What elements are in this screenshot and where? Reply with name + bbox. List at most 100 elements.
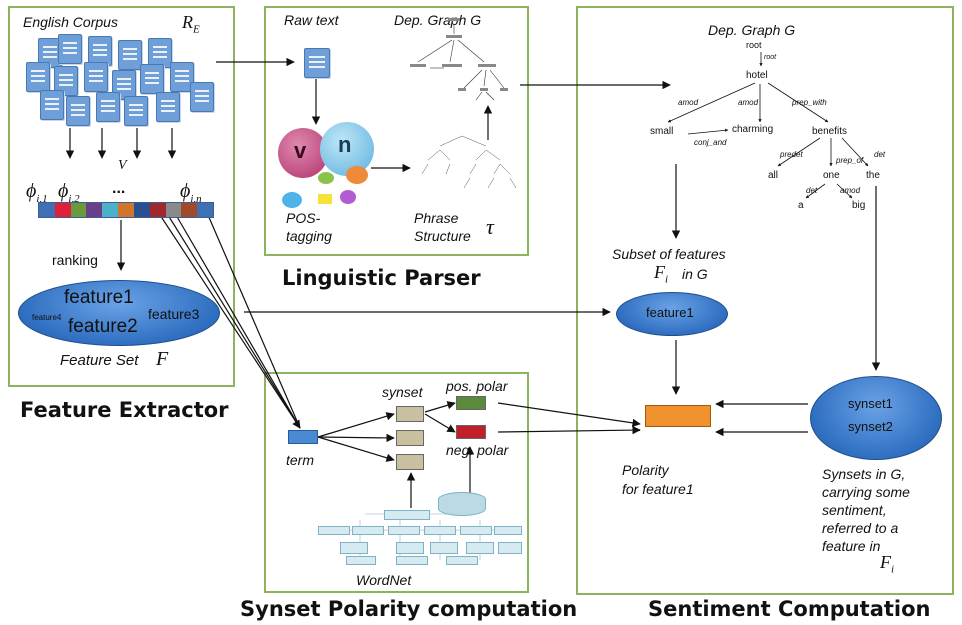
ellipse-feature4: feature4 [32, 313, 62, 322]
wordnet-node [340, 542, 368, 554]
note-symbol: Fi [880, 552, 894, 576]
document-icon [156, 92, 180, 122]
synsets-note-line-2: carrying some [822, 484, 910, 500]
pos-polar-box [456, 396, 486, 410]
feature1-ellipse [616, 292, 728, 336]
document-icon [190, 82, 214, 112]
term-box [288, 430, 318, 444]
mini-graph-node [448, 18, 460, 21]
synsets-note-line-1: Synsets in G, [822, 466, 906, 482]
synsets-note-line-3: sentiment, [822, 502, 887, 518]
pos-bubble-small [346, 166, 368, 184]
edge-prep-with: prep_with [792, 98, 827, 107]
corpus-symbol-R: R [182, 12, 193, 32]
node-charming: charming [732, 124, 774, 135]
synsets-note-line-5: feature in [822, 538, 881, 554]
pos-bubble-small [282, 192, 302, 208]
synset-box [396, 406, 424, 422]
wordnet-node [384, 510, 430, 520]
mini-graph-node [478, 64, 496, 67]
polarity-box [645, 405, 711, 427]
ellipse-feature1: feature1 [64, 287, 134, 308]
edge-det-2: det [806, 186, 818, 195]
feature-set-label: Feature Set [60, 352, 139, 369]
feature1-ellipse-label: feature1 [646, 305, 694, 320]
edge-det-1: det [874, 150, 886, 159]
feature-set-symbol: F [156, 348, 169, 370]
phrase-structure-label-1: Phrase [414, 210, 459, 226]
synset2-label: synset2 [848, 419, 893, 434]
vector-cell [102, 203, 119, 217]
document-icon [54, 66, 78, 96]
phi-2-symbol: ϕ [58, 180, 69, 202]
document-icon [96, 92, 120, 122]
phi-2-label: ϕi,2 [58, 180, 80, 205]
wordnet-node [388, 526, 420, 535]
linguistic-parser-panel [264, 6, 529, 256]
document-icon [26, 62, 50, 92]
document-icon [66, 96, 90, 126]
vector-cell [149, 203, 166, 217]
phi-n-sub: i,n [190, 193, 202, 205]
raw-text-label: Raw text [284, 12, 339, 28]
wordnet-node [446, 556, 478, 565]
mini-graph-node [410, 64, 426, 67]
document-icon [58, 34, 82, 64]
node-one: one [823, 170, 840, 181]
subset-symbol-sub: i [665, 273, 669, 286]
wordnet-node [352, 526, 384, 535]
sentiment-computation-panel [576, 6, 954, 595]
edge-conj-and: conj_and [694, 138, 727, 147]
vector-ellipsis: ... [112, 180, 126, 197]
synsets-note-line-4: referred to a [822, 520, 899, 536]
tau-symbol: τ [486, 214, 494, 239]
subset-symbol: Fi [654, 262, 668, 286]
phi-1-symbol: ϕ [26, 180, 37, 202]
synset-polarity-title: Synset Polarity computation [240, 597, 578, 621]
phi-2-sub: i,2 [68, 193, 80, 205]
vector-cell [86, 203, 103, 217]
synset1-label: synset1 [848, 396, 893, 411]
pos-bubble-small [318, 172, 334, 184]
document-icon [40, 90, 64, 120]
edge-predet: predet [780, 150, 803, 159]
document-icon [88, 36, 112, 66]
vector-cell [133, 203, 150, 217]
vector-cell [118, 203, 134, 217]
synset-polarity-panel [264, 372, 529, 593]
vocab-label: V [118, 158, 127, 173]
document-icon [84, 62, 108, 92]
edge-prep-of: prep_of [836, 156, 864, 165]
synset-label: synset [382, 384, 423, 400]
neg-polar-label: neg. polar [446, 442, 509, 458]
pos-bubble-verb-label: v [294, 138, 307, 163]
subset-label: Subset of features [612, 246, 726, 262]
vector-cell [181, 203, 198, 217]
synset-ellipse [810, 376, 942, 460]
edge-root: root [764, 54, 777, 61]
phi-1-label: ϕi,1 [26, 180, 48, 205]
feature-set-ellipse [18, 280, 220, 346]
pos-bubble-small [340, 190, 356, 204]
node-small: small [650, 126, 674, 137]
wordnet-node [318, 526, 350, 535]
wordnet-node [396, 542, 424, 554]
lp-dep-graph-label: Dep. Graph G [394, 12, 482, 28]
mini-graph-node [446, 35, 462, 38]
wordnet-node [498, 542, 522, 554]
note-symbol-F: F [880, 552, 891, 572]
edge-amod-3: amod [840, 186, 861, 195]
phi-n-symbol: ϕ [180, 180, 191, 202]
wordnet-node [396, 556, 428, 565]
vector-cell [54, 203, 71, 217]
mini-graph-node [500, 88, 508, 91]
corpus-symbol: RE [182, 12, 200, 36]
feature-extractor-title: Feature Extractor [20, 398, 229, 422]
feature-vector [38, 202, 214, 218]
node-big: big [852, 200, 866, 211]
mini-graph-node [480, 88, 488, 91]
feature-extractor-panel [8, 6, 235, 387]
wordnet-node [466, 542, 494, 554]
wordnet-node [460, 526, 492, 535]
